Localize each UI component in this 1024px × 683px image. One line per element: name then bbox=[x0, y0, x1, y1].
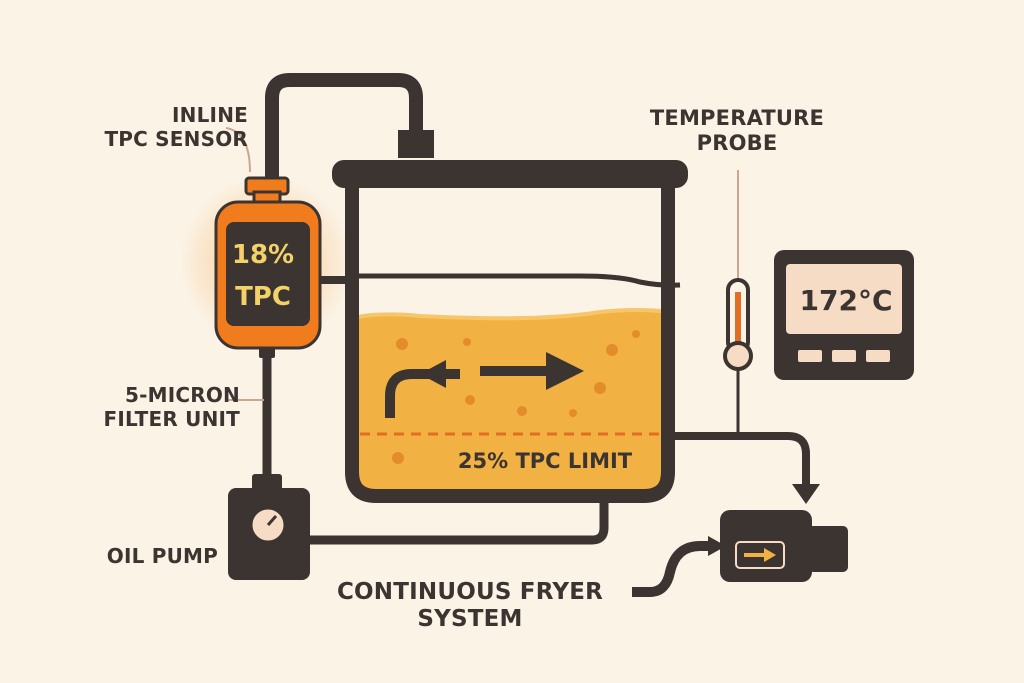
sensor-tpc-value: 18% bbox=[231, 240, 295, 270]
tpc-limit-label: 25% TPC LIMIT bbox=[457, 449, 633, 473]
oil-bubble bbox=[632, 330, 640, 338]
oil-bubble bbox=[463, 338, 471, 346]
oil-bubble bbox=[594, 382, 606, 394]
fryer-system-label: CONTINUOUS FRYER SYSTEM bbox=[336, 579, 604, 633]
top-pipe bbox=[265, 73, 423, 190]
pump-top bbox=[252, 474, 282, 492]
return-pipe bbox=[300, 496, 609, 545]
outlet-arrow-icon bbox=[792, 484, 820, 504]
vat-oil-surface bbox=[351, 308, 669, 321]
vat-oil bbox=[352, 310, 668, 492]
motor-arrow-icon bbox=[744, 548, 776, 562]
oil-pump-label: OIL PUMP bbox=[106, 544, 218, 568]
outlet-pipe bbox=[668, 432, 810, 488]
sensor-screen bbox=[226, 222, 310, 326]
display-button bbox=[798, 350, 822, 362]
motor-inlet-pipe bbox=[632, 541, 712, 597]
vat-rim bbox=[332, 160, 688, 188]
sensor-tpc-unit: TPC bbox=[235, 282, 291, 312]
motor-inlet-arrow-icon bbox=[708, 536, 726, 556]
oil-bubble bbox=[465, 395, 475, 405]
motor-cap bbox=[808, 526, 848, 572]
flow-arrow-right-icon bbox=[480, 352, 584, 390]
temperature-probe-label: TEMPERATURE PROBE bbox=[649, 106, 825, 155]
display-button bbox=[866, 350, 890, 362]
oil-bubble bbox=[517, 406, 527, 416]
display-screen bbox=[786, 264, 902, 334]
oil-bubble bbox=[396, 338, 408, 350]
vat-fill-line bbox=[352, 273, 681, 288]
sensor-leader-line bbox=[225, 127, 251, 173]
inline-sensor-label: INLINE TPC SENSOR bbox=[104, 103, 248, 151]
flow-arrow-left-icon bbox=[385, 360, 460, 418]
oil-bubble bbox=[392, 452, 404, 464]
display-button bbox=[832, 350, 856, 362]
pressure-gauge-icon bbox=[249, 506, 287, 544]
filter-unit-label: 5-MICRON FILTER UNIT bbox=[103, 383, 240, 431]
top-pipe-inlet bbox=[398, 130, 434, 158]
oil-bubble bbox=[569, 409, 577, 417]
oil-bubble bbox=[606, 344, 618, 356]
thermometer-icon bbox=[723, 278, 753, 371]
display-temperature: 172°C bbox=[799, 284, 893, 317]
fryer-vat bbox=[345, 185, 675, 503]
